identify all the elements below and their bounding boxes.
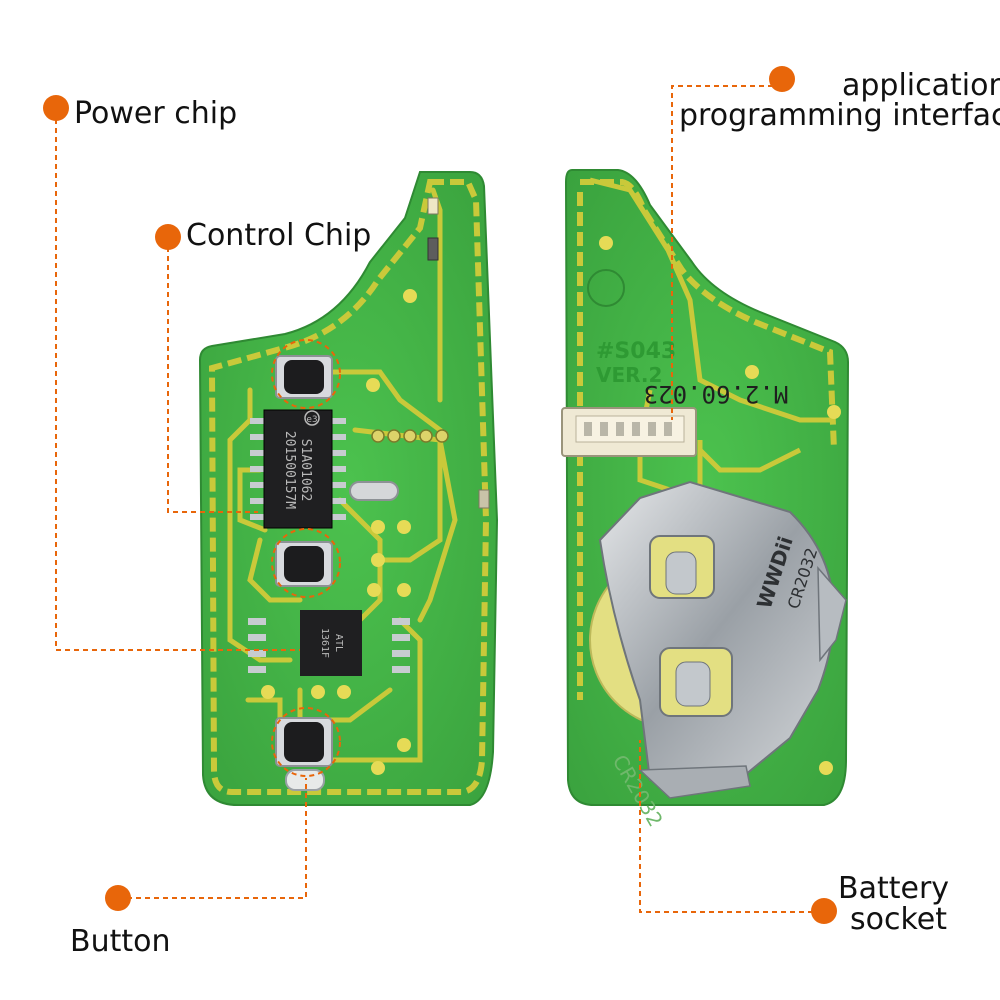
api-label-line-2: programming interface [679,98,1000,133]
back-board: #S043 VER.2 M.2.60.023 CR2032 [561,169,850,831]
back-edge-trace [580,179,837,451]
control-chip-marking-2: 201500157M [282,431,297,509]
back-code: #S043 [596,339,676,364]
smd-capacitor [478,489,490,509]
power-chip-leader [55,110,300,651]
api-dot [769,66,795,92]
control-chip-label: Control Chip [186,218,372,253]
crystal [349,481,399,501]
power-chip-marking-1: ATL [333,634,344,652]
back-version: VER.2 [596,363,662,387]
smd-diode-top [427,237,439,261]
callout-dots [43,66,837,924]
button-highlight-top [271,339,341,409]
back-vias [594,236,841,775]
button-highlight-bottom [271,707,341,777]
tactile-button-bottom [275,717,333,767]
battery-leader [639,740,822,913]
front-vias [261,289,417,775]
battery-label-line-2: socket [850,902,948,937]
control-chip-leader [167,238,258,513]
control-chip: S1A01062 201500157M e3 [250,409,346,529]
power-chip-dot [43,95,69,121]
maker-logo [587,269,625,307]
button-highlight-middle [271,528,341,598]
control-chip-badge: e3 [306,415,317,425]
back-date: M.2.60.023 [644,380,789,408]
front-pad-row [371,429,449,443]
battery-dot [811,898,837,924]
front-edge-trace [208,179,490,795]
button-dot [105,885,131,911]
power-chip-label: Power chip [74,96,238,131]
api-leader [671,85,782,420]
battery-label-line-1: Battery [838,871,950,906]
power-chip-marking-2: 1361F [319,628,330,658]
power-chip: ATL 1361F [248,610,410,676]
callout-lines [55,85,822,913]
front-board-outline [198,171,499,806]
button-label: Button [70,924,171,959]
front-board: S1A01062 201500157M e3 ATL 1361F [198,171,499,806]
control-chip-marking-1: S1A01062 [298,439,313,502]
smd-resistor-top [427,197,439,215]
api-label-line-1: application [842,68,1000,103]
control-chip-dot [155,224,181,250]
tactile-button-middle [275,541,333,587]
tactile-button-top [275,355,333,399]
battery-holder: WWDii CR2032 [598,480,847,799]
programming-connector [561,407,697,457]
